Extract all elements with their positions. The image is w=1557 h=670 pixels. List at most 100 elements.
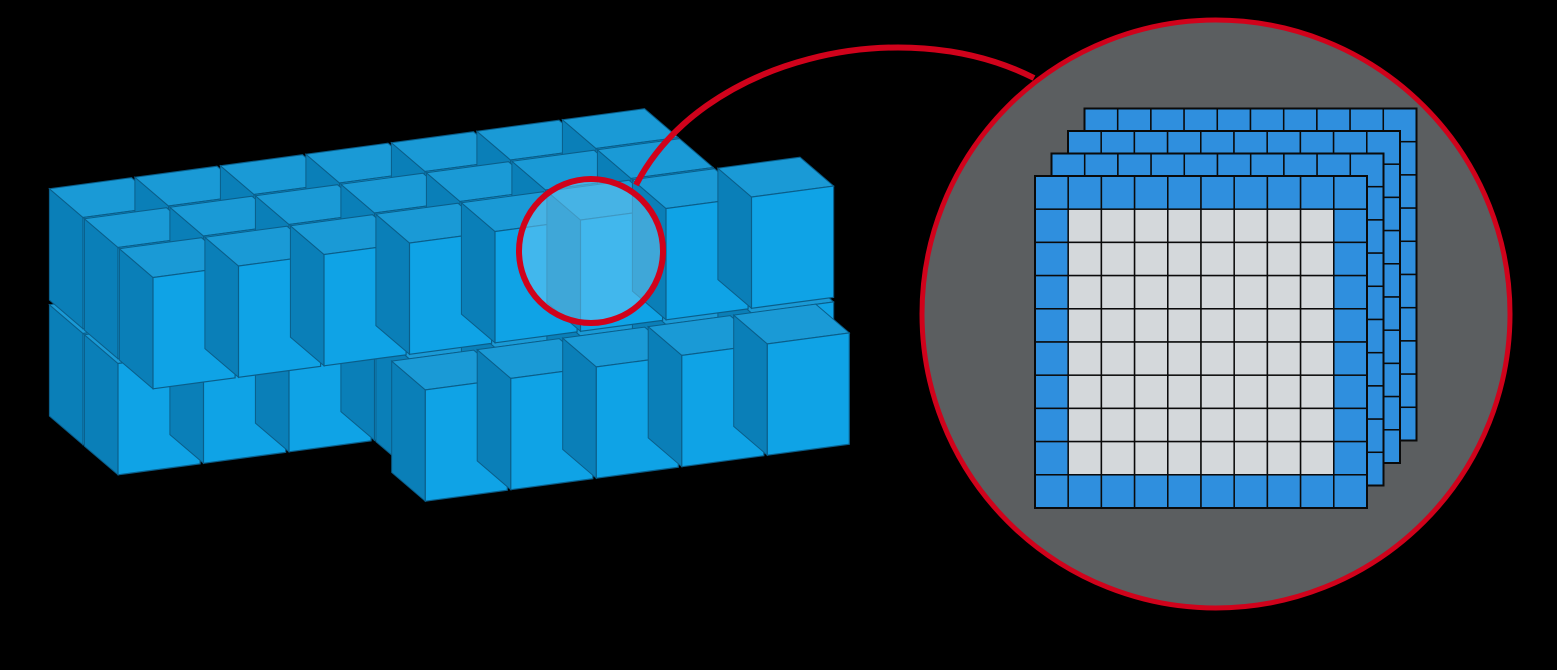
- voxel-cell: [1233, 374, 1269, 410]
- voxel-cell: [1034, 407, 1069, 443]
- voxel-cell: [1333, 341, 1368, 376]
- voxel-cell: [1233, 175, 1269, 210]
- voxel-cell: [1233, 208, 1269, 244]
- voxel-cell: [1233, 407, 1269, 443]
- voxel-cell: [1200, 407, 1235, 443]
- voxel-cell: [1333, 440, 1368, 476]
- voxel-cell: [1133, 208, 1169, 244]
- voxel-cube: [203, 225, 322, 379]
- voxel-cell: [1233, 474, 1269, 509]
- callout-connector-line: [633, 44, 1036, 187]
- voxel-cell: [1266, 440, 1302, 476]
- voxel-cell: [1233, 241, 1269, 277]
- cube-front-face: [766, 332, 850, 456]
- voxel-cell: [1167, 274, 1202, 310]
- voxel-cell: [1299, 407, 1335, 443]
- voxel-cell: [1333, 374, 1368, 410]
- voxel-cell: [1034, 341, 1069, 376]
- voxel-cell: [1299, 374, 1335, 410]
- voxel-cell: [1333, 274, 1368, 310]
- voxel-cell: [1100, 308, 1136, 343]
- voxel-cell: [1034, 208, 1069, 244]
- voxel-cube: [732, 303, 851, 457]
- voxel-cell: [1200, 241, 1235, 277]
- voxel-cell: [1167, 175, 1202, 210]
- voxel-cell: [1167, 440, 1202, 476]
- voxel-cell: [1299, 308, 1335, 343]
- voxel-cell: [1167, 407, 1202, 443]
- voxel-cell: [1133, 175, 1169, 210]
- voxel-cell: [1034, 175, 1069, 210]
- cube-front-face: [750, 185, 835, 309]
- voxel-cell: [1167, 374, 1202, 410]
- voxel-cell: [1233, 440, 1269, 476]
- voxel-cell: [1299, 341, 1335, 376]
- voxel-cell: [1266, 308, 1302, 343]
- voxel-cell: [1333, 208, 1368, 244]
- voxel-cell: [1266, 175, 1302, 210]
- voxel-cell: [1233, 308, 1269, 343]
- voxel-cell: [1100, 374, 1136, 410]
- voxel-cell: [1100, 208, 1136, 244]
- voxel-cell: [1233, 341, 1269, 376]
- voxel-cell: [1266, 474, 1302, 509]
- voxel-cell: [1100, 440, 1136, 476]
- voxel-cell: [1200, 274, 1235, 310]
- voxel-cell: [1067, 308, 1103, 343]
- voxel-grid-layers: [1034, 107, 1418, 509]
- voxel-grid-outline: [1034, 175, 1368, 509]
- voxel-cell: [1333, 241, 1368, 277]
- voxel-cell: [1333, 407, 1368, 443]
- voxel-cell: [1200, 474, 1235, 509]
- voxel-block-stack: [48, 108, 851, 503]
- voxel-cell: [1100, 175, 1136, 210]
- voxel-cell: [1333, 175, 1368, 210]
- voxel-cell: [1333, 308, 1368, 343]
- voxel-cell: [1266, 341, 1302, 376]
- voxel-cell: [1034, 374, 1069, 410]
- voxel-cell: [1266, 274, 1302, 310]
- voxel-cell: [1067, 440, 1103, 476]
- highlight-circle: [516, 176, 666, 326]
- voxel-cell: [1200, 440, 1235, 476]
- voxel-cell: [1266, 241, 1302, 277]
- voxel-cell: [1067, 374, 1103, 410]
- voxel-cell: [1067, 208, 1103, 244]
- voxel-cell: [1200, 208, 1235, 244]
- voxel-cell: [1067, 175, 1103, 210]
- voxel-cell: [1133, 341, 1169, 376]
- voxel-cube: [716, 156, 835, 310]
- voxel-cell: [1299, 274, 1335, 310]
- voxel-cell: [1167, 308, 1202, 343]
- zoom-view: [919, 17, 1513, 611]
- voxel-cell: [1200, 308, 1235, 343]
- voxel-cell: [1034, 474, 1069, 509]
- voxel-cell: [1100, 274, 1136, 310]
- voxel-cell: [1133, 474, 1169, 509]
- voxel-cell: [1133, 440, 1169, 476]
- voxel-cell: [1034, 274, 1069, 310]
- voxel-cell: [1067, 474, 1103, 509]
- voxel-cell: [1200, 175, 1235, 210]
- voxel-grid-layer: [1034, 175, 1368, 509]
- voxel-cell: [1167, 208, 1202, 244]
- voxel-cell: [1133, 274, 1169, 310]
- voxel-cell: [1133, 241, 1169, 277]
- voxel-cell: [1100, 474, 1136, 509]
- voxel-cell: [1067, 241, 1103, 277]
- voxel-cell: [1299, 440, 1335, 476]
- voxel-cell: [1133, 308, 1169, 343]
- voxel-cell: [1299, 175, 1335, 210]
- voxel-cell: [1200, 374, 1235, 410]
- voxel-cell: [1100, 341, 1136, 376]
- voxel-cell: [1133, 407, 1169, 443]
- voxel-cell: [1299, 241, 1335, 277]
- voxel-cell: [1333, 474, 1368, 509]
- voxel-cell: [1233, 274, 1269, 310]
- voxel-cell: [1067, 407, 1103, 443]
- voxel-cell: [1133, 374, 1169, 410]
- voxel-cell: [1167, 474, 1202, 509]
- voxel-cell: [1167, 341, 1202, 376]
